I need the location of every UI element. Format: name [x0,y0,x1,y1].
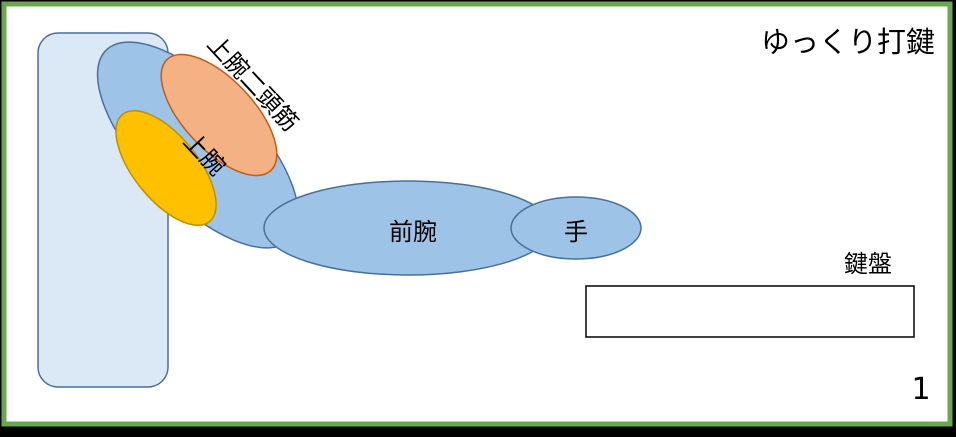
hand [510,196,642,260]
keyboard-key [585,285,915,338]
keyboard-label: 鍵盤 [844,250,892,278]
biceps-muscle [160,53,278,177]
page-number: 1 [911,372,930,407]
hand-label: 手 [564,218,588,246]
triceps-muscle [115,109,217,227]
forearm-label: 前腕 [389,218,437,246]
title-label: ゆっくり打鍵 [761,25,935,59]
